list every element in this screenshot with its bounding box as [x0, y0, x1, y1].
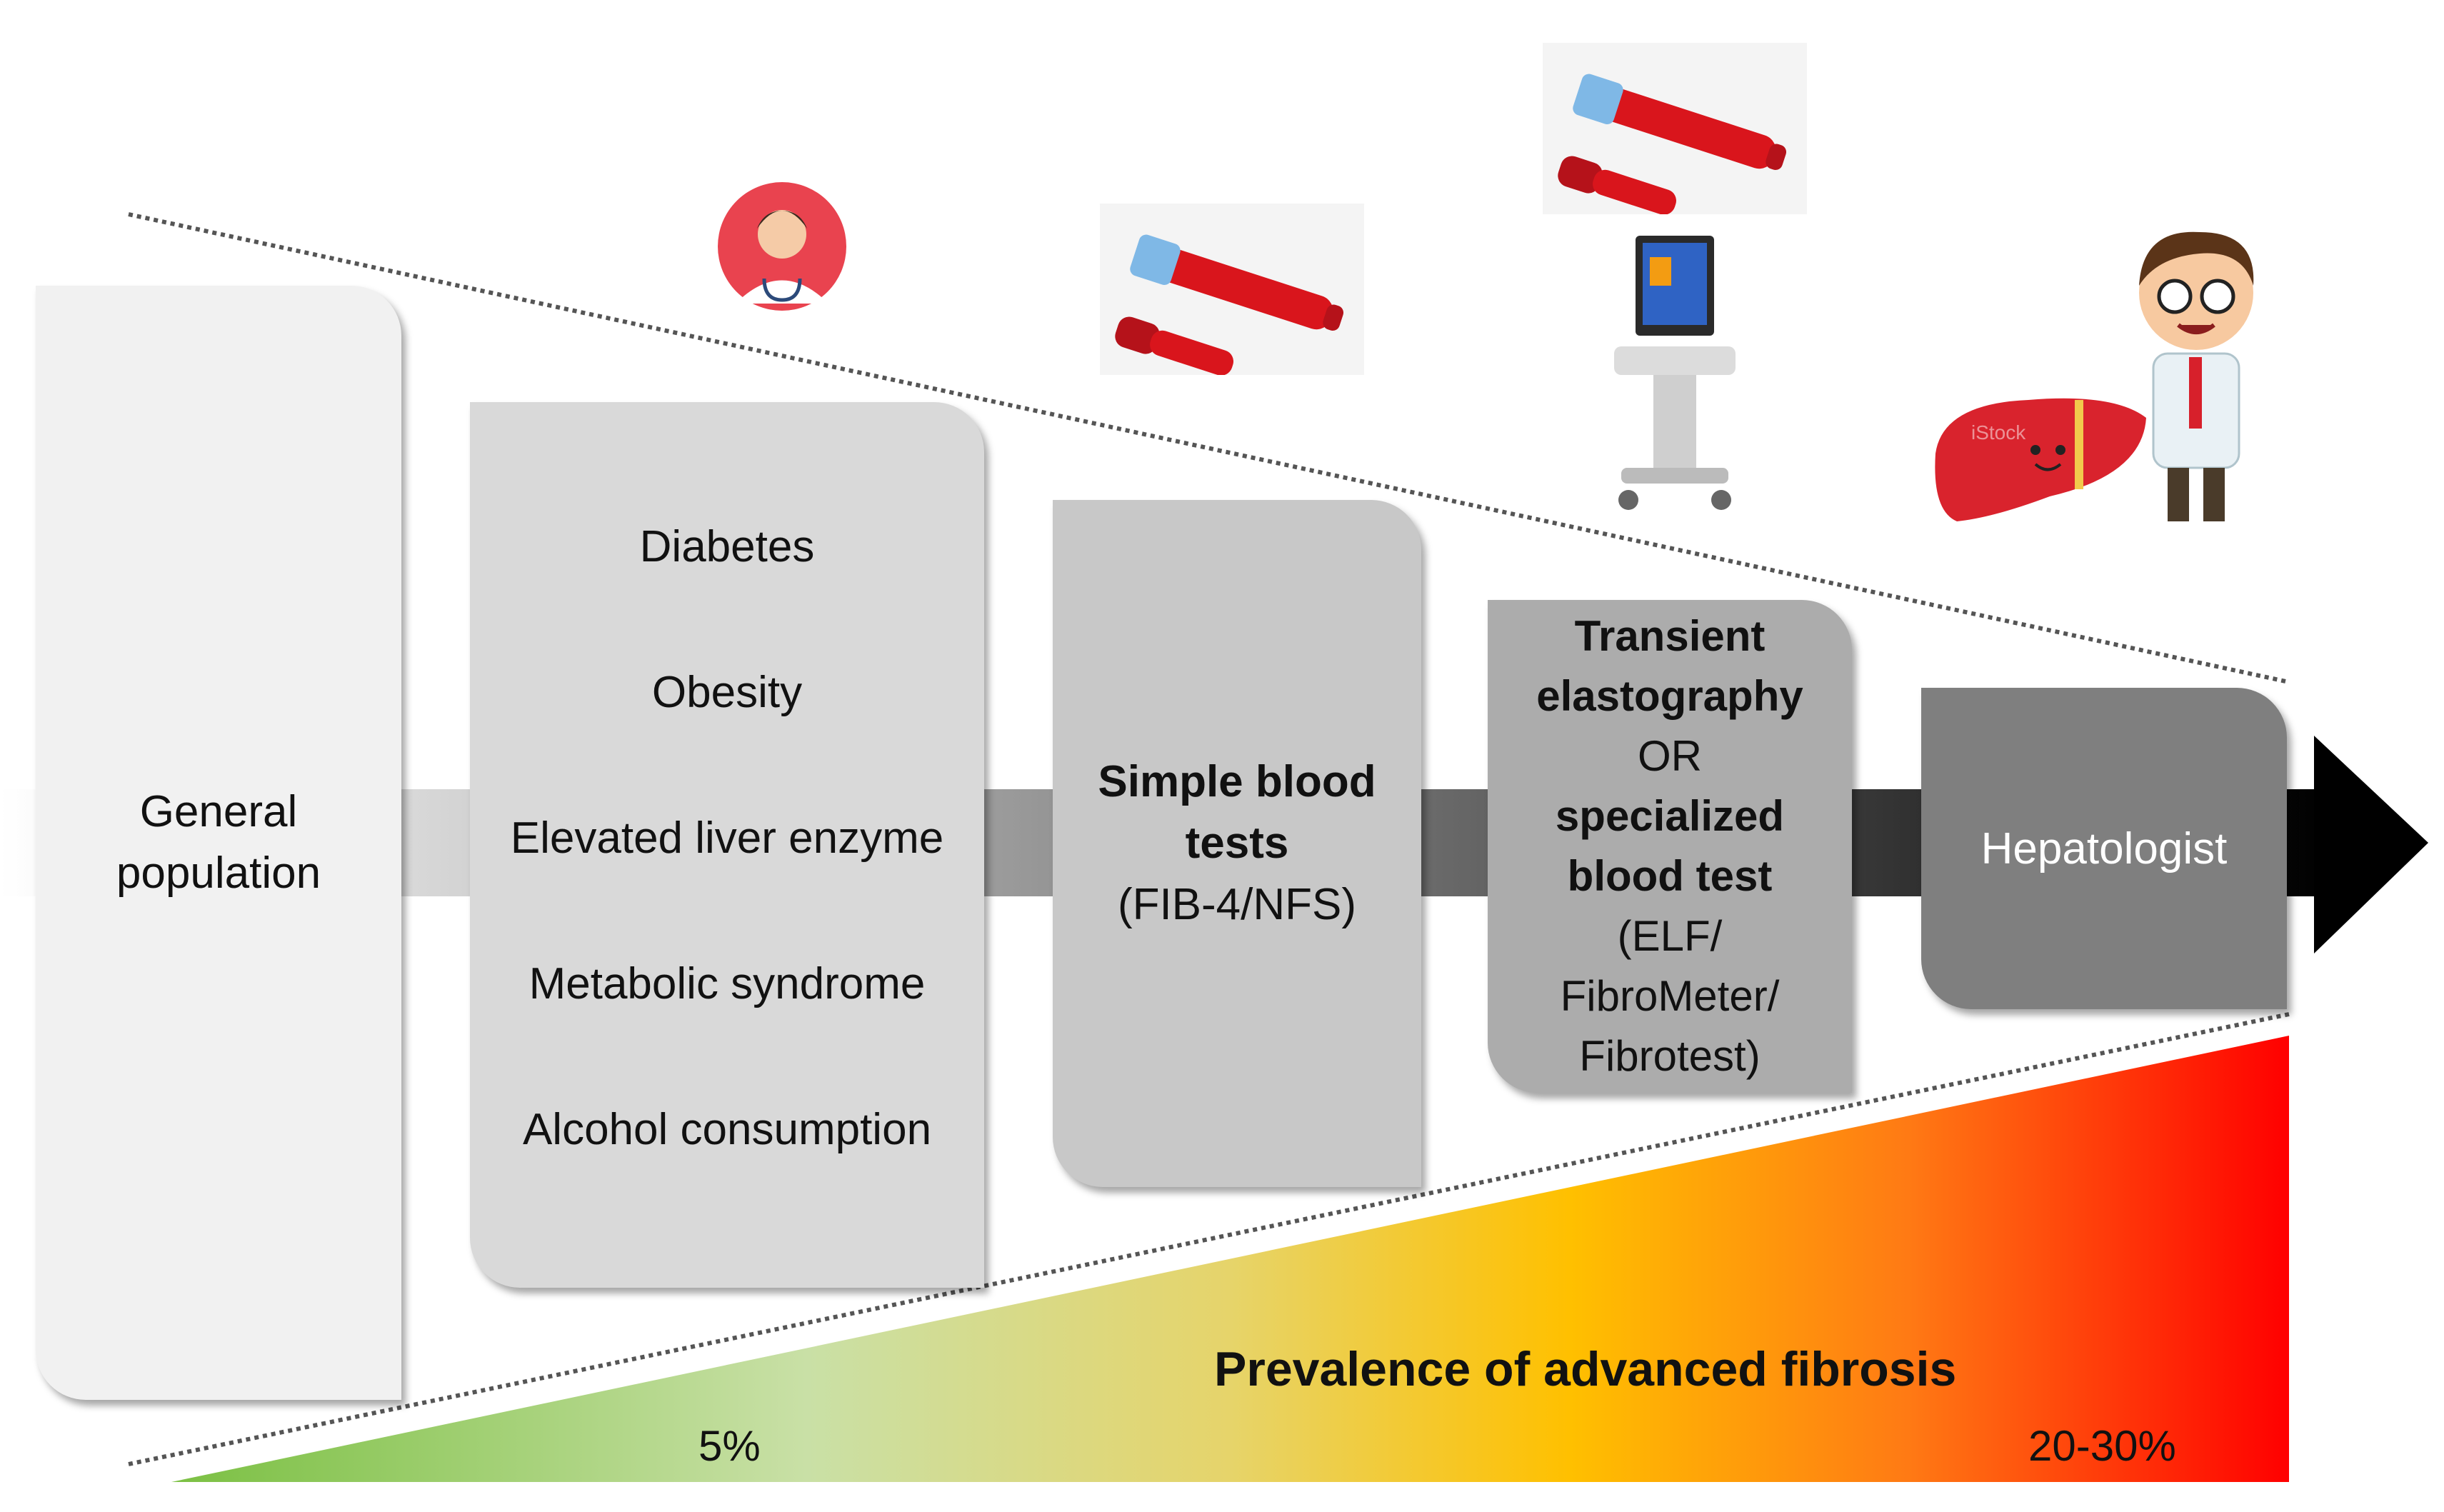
simple-blood-tests-box: Simple blood tests (FIB-4/NFS): [1053, 500, 1421, 1187]
blood-tests-line3: (FIB-4/NFS): [1117, 880, 1357, 929]
blood-tests-line2: tests: [1185, 818, 1289, 868]
watermark-text: iStock: [1971, 421, 2026, 444]
liver-icon: iStock: [1935, 398, 2146, 521]
prevalence-title: Prevalence of advanced fibrosis: [1214, 1342, 1957, 1396]
blood-tube-icon: [1100, 204, 1364, 375]
hepatologist-box: Hepatologist: [1921, 688, 2287, 1009]
elastography-box: Transient elastography OR specialized bl…: [1488, 600, 1852, 1093]
risk-factor-item: Obesity: [651, 667, 803, 717]
prevalence-triangle: [171, 1036, 2289, 1482]
prevalence-low-label: 5%: [698, 1422, 761, 1470]
elastography-line1: Transient: [1574, 612, 1766, 660]
elastography-line7: FibroMeter/: [1560, 972, 1780, 1020]
blood-tests-line1: Simple blood: [1098, 757, 1376, 806]
elastography-line3: OR: [1638, 732, 1702, 780]
hepatologist-label: Hepatologist: [1980, 823, 2228, 873]
flow-arrow-head: [2314, 736, 2428, 953]
cartoon-doctor-icon: [2139, 231, 2254, 521]
elastography-line5: blood test: [1567, 852, 1773, 900]
general-line1: General: [139, 787, 298, 836]
ultrasound-machine-icon: [1614, 236, 1736, 510]
risk-factors-box: Diabetes Obesity Elevated liver enzyme M…: [470, 402, 984, 1288]
risk-factor-item: Elevated liver enzyme: [510, 813, 944, 863]
elastography-line4: specialized: [1555, 792, 1785, 840]
elastography-line6: (ELF/: [1617, 912, 1723, 960]
risk-factor-item: Metabolic syndrome: [529, 958, 926, 1008]
risk-factor-item: Diabetes: [639, 521, 815, 571]
elastography-line8: Fibrotest): [1579, 1032, 1761, 1080]
risk-factor-item: Alcohol consumption: [522, 1104, 932, 1154]
blood-tube-icon: [1543, 43, 1807, 214]
prevalence-high-label: 20-30%: [2028, 1422, 2176, 1470]
general-line2: population: [116, 848, 321, 898]
general-population-box: General population: [36, 286, 401, 1400]
elastography-line2: elastography: [1536, 672, 1803, 720]
doctor-avatar-icon: [718, 182, 846, 311]
